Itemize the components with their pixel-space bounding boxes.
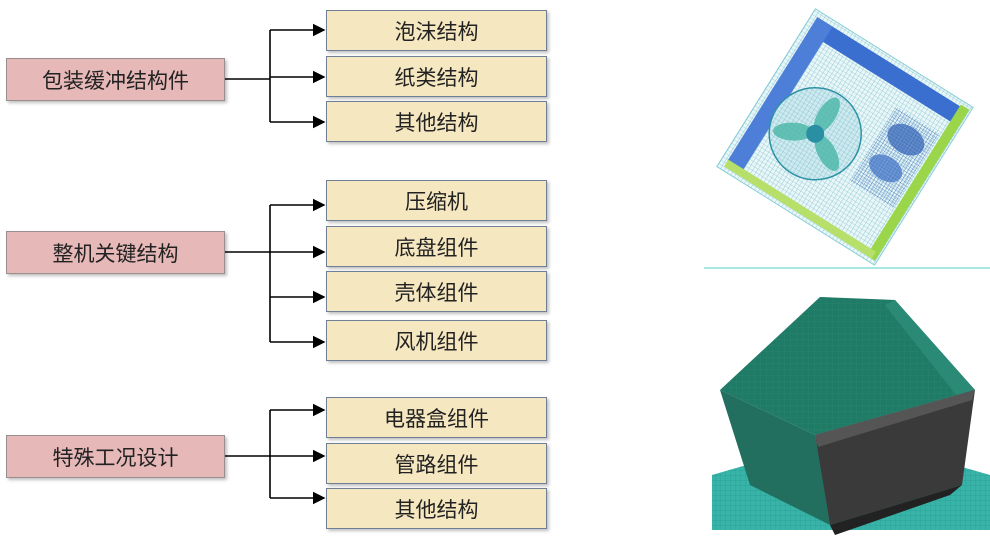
item-other-structure-2: 其他结构 [326, 488, 547, 529]
group-2-connectors [225, 198, 326, 349]
fe-drop-test-3d [712, 297, 990, 535]
item-paper-structure: 纸类结构 [326, 56, 547, 97]
category-packaging-cushion: 包装缓冲结构件 [6, 58, 225, 101]
fe-mesh-top-view [704, 8, 990, 269]
item-other-structure-1: 其他结构 [326, 101, 547, 142]
item-piping: 管路组件 [326, 443, 547, 484]
item-foam-structure: 泡沫结构 [326, 10, 547, 51]
item-fan: 风机组件 [326, 320, 547, 361]
group-1-connectors [225, 23, 326, 129]
item-electrical-box: 电器盒组件 [326, 397, 547, 438]
item-chassis: 底盘组件 [326, 226, 547, 267]
category-special-conditions: 特殊工况设计 [6, 435, 225, 478]
item-compressor: 压缩机 [326, 180, 547, 221]
item-shell: 壳体组件 [326, 271, 547, 312]
category-key-structures: 整机关键结构 [6, 231, 225, 274]
group-3-connectors [225, 403, 326, 505]
